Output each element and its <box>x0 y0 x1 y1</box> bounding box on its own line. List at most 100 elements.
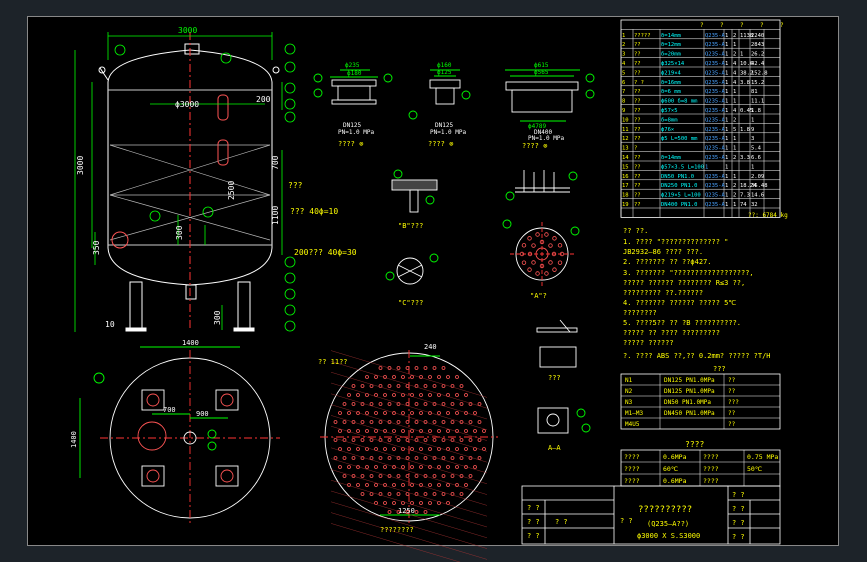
parts-cell: Q235-A <box>705 42 726 48</box>
plate-lattice-line <box>330 436 488 484</box>
plate-hole <box>342 438 347 442</box>
main-elevation-view <box>98 32 280 332</box>
tech-cell: ???? <box>703 453 719 461</box>
plate-hole <box>432 492 437 496</box>
parts-cell: 1 <box>740 52 743 58</box>
plate-hole <box>410 483 414 487</box>
plate-hole <box>360 456 365 460</box>
plate-hole <box>369 456 374 460</box>
n3-caption: ???? ⊗ <box>522 142 547 150</box>
plate-hole <box>437 483 441 487</box>
parts-cell: 13 <box>622 146 629 152</box>
plate-hole <box>414 402 419 406</box>
plate-hole <box>423 456 428 460</box>
parts-cell: Q235-A <box>705 155 726 161</box>
plate-hole <box>347 411 351 415</box>
parts-cell: Q235-A <box>705 70 726 76</box>
plate-hole <box>432 438 437 442</box>
plate-hole <box>392 483 396 487</box>
plate-hole <box>360 474 365 478</box>
plate-hole <box>468 456 473 460</box>
drawing-material: (Q235—A??) <box>647 520 689 528</box>
plate-hole <box>365 465 369 469</box>
plate-hole <box>374 375 378 379</box>
tech-cell: 0.6MPa <box>663 477 687 485</box>
parts-cell: Q235-A <box>705 174 726 180</box>
plate-hole <box>419 411 423 415</box>
plate-hole <box>468 402 473 406</box>
plate-hole <box>369 402 374 406</box>
parts-cell: ?? <box>634 164 641 170</box>
note-line-6: ????????? ??.?????? <box>623 289 703 297</box>
parts-cell: 1 <box>725 155 728 161</box>
plate-hole <box>437 429 441 433</box>
nozzle-cell: N3 <box>625 399 633 406</box>
distributor-hole <box>527 236 532 241</box>
n1-caption: ???? ⊗ <box>338 140 363 148</box>
parts-cell: ?? <box>634 70 641 76</box>
plate-hole <box>450 474 455 478</box>
plate-lattice-line <box>330 393 488 441</box>
plate-hole <box>365 375 369 379</box>
parts-cell: 1 <box>725 42 728 48</box>
plate-hole <box>365 393 369 397</box>
note-line-7: 4. ??????? ?????? ????? 5℃ <box>623 299 736 307</box>
dim-200: 200 <box>256 95 271 104</box>
parts-cell: 15 <box>622 164 629 170</box>
nozzle-cell: DN125 PN1.0MPa <box>664 377 715 384</box>
parts-cell: 1.8 <box>740 127 750 133</box>
parts-cell: Q235-A <box>705 136 726 142</box>
parts-cell: δ=16mm <box>661 80 682 86</box>
parts-cell: 19 <box>622 202 629 208</box>
parts-cell: 1 <box>725 146 728 152</box>
parts-cell: ?? <box>634 127 641 133</box>
parts-cell: ?? <box>634 202 641 208</box>
parts-cell: ?? <box>634 52 641 58</box>
distributor-hole <box>544 232 549 237</box>
plate-hole <box>356 393 360 397</box>
parts-cell: Q235-A <box>705 183 726 189</box>
tech-title: ???? <box>685 440 704 449</box>
note-line-3: 2. ??????? ?? ??ϕ427. <box>623 258 712 266</box>
side-manhole <box>111 231 129 249</box>
parts-cell: 81 <box>751 89 758 95</box>
parts-cell: 15.2 <box>751 80 764 86</box>
distributor-hole <box>521 260 527 265</box>
plate-hole <box>455 465 459 469</box>
notes-title: ?? ??. <box>623 227 648 235</box>
top-dim-1400b: 1400 <box>70 431 78 448</box>
tech-cell: ???? <box>703 477 719 485</box>
parts-cell: ? ? <box>634 80 644 86</box>
parts-cell: 14 <box>622 155 629 161</box>
plate-hole <box>428 447 432 451</box>
plate-hole <box>387 402 392 406</box>
tb-cell-3: ? ? <box>527 532 540 540</box>
nozzle-cell: ?? <box>728 388 736 395</box>
plate-hole <box>419 393 423 397</box>
parts-cell: 4 <box>733 70 737 76</box>
plate-hole <box>468 438 473 442</box>
parts-cell: 4 <box>622 61 626 67</box>
parts-cell: δ=14mm <box>661 33 682 39</box>
parts-cell: 3 <box>751 136 754 142</box>
plate-hole <box>347 393 351 397</box>
plate-hole <box>378 420 383 424</box>
parts-cell: 1 <box>733 42 736 48</box>
parts-cell: 6.6 <box>751 155 761 161</box>
nozzle-cell: DN50 PN1.0MPa <box>664 399 711 406</box>
tech-notes: ?? ??. 1. ???? "?????????????? " JB2932—… <box>623 227 771 360</box>
plate-hole <box>387 474 392 478</box>
b-caption: "B"??? <box>398 222 423 230</box>
plate-hole <box>405 456 410 460</box>
plate-hole <box>432 420 437 424</box>
bottom-nozzle <box>185 284 197 300</box>
drawing-name: ?????????? <box>638 505 692 515</box>
plate-hole <box>374 465 378 469</box>
plate-hole <box>473 465 477 469</box>
plate-hole <box>446 411 450 415</box>
plate-hole <box>401 375 405 379</box>
plate-hole <box>446 483 450 487</box>
parts-cell: δ=6 mm <box>661 89 682 95</box>
n2-dim-a: ϕ160 <box>437 62 452 69</box>
